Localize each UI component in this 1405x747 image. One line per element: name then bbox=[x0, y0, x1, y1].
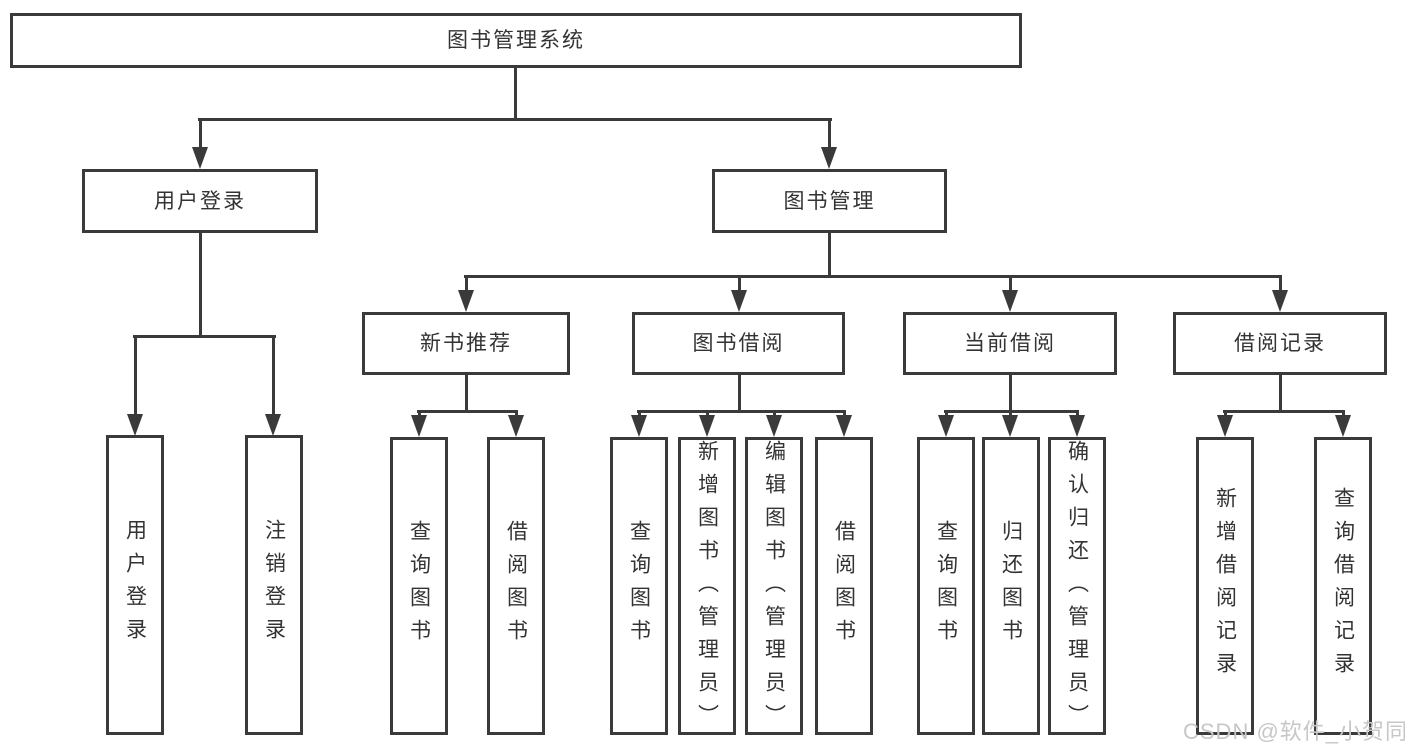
connector-line bbox=[843, 410, 846, 417]
connector-line bbox=[464, 275, 1282, 278]
node-user-login: 用户登录 bbox=[82, 169, 318, 233]
node-book-management: 图书管理 bbox=[712, 169, 947, 233]
connector-line bbox=[199, 233, 202, 337]
node-borrow-records: 借阅记录 bbox=[1173, 312, 1387, 375]
arrow-down-icon bbox=[938, 415, 954, 437]
leaf-confirm-return-admin: 确认归还（管理员） bbox=[1048, 437, 1106, 737]
connector-line bbox=[199, 118, 202, 148]
leaf-add-books-admin: 新增图书（管理员） bbox=[678, 437, 736, 737]
connector-line bbox=[945, 410, 948, 417]
leaf-borrow-books: 借阅图书 bbox=[487, 437, 545, 735]
node-book-borrow: 图书借阅 bbox=[632, 312, 845, 375]
connector-line bbox=[1009, 275, 1012, 292]
arrow-down-icon bbox=[1272, 290, 1288, 312]
leaf-query-borrow-record: 查询借阅记录 bbox=[1314, 437, 1372, 735]
connector-line bbox=[773, 410, 776, 417]
leaf-query-books: 查询图书 bbox=[390, 437, 448, 735]
arrow-down-icon bbox=[766, 415, 782, 437]
node-library-management-system: 图书管理系统 bbox=[10, 13, 1022, 68]
arrow-down-icon bbox=[731, 290, 747, 312]
leaf-user-login: 用户登录 bbox=[106, 435, 164, 735]
node-current-borrow: 当前借阅 bbox=[903, 312, 1117, 375]
connector-line bbox=[418, 410, 421, 417]
arrow-down-icon bbox=[1002, 290, 1018, 312]
connector-line bbox=[272, 335, 275, 415]
arrow-down-icon bbox=[1069, 415, 1085, 437]
leaf-borrow-books: 借阅图书 bbox=[815, 437, 873, 735]
connector-line bbox=[1223, 410, 1345, 413]
connector-line bbox=[1076, 410, 1079, 417]
connector-line bbox=[828, 118, 831, 148]
arrow-down-icon bbox=[631, 415, 647, 437]
leaf-logout: 注销登录 bbox=[245, 435, 303, 735]
arrow-down-icon bbox=[1217, 415, 1233, 437]
node-new-book-recommend: 新书推荐 bbox=[362, 312, 570, 375]
arrow-down-icon bbox=[699, 415, 715, 437]
leaf-return-books: 归还图书 bbox=[982, 437, 1040, 735]
leaf-edit-books-admin: 编辑图书（管理员） bbox=[745, 437, 803, 737]
connector-line bbox=[515, 410, 518, 417]
connector-line bbox=[706, 410, 709, 417]
arrow-down-icon bbox=[192, 147, 208, 169]
arrow-down-icon bbox=[458, 290, 474, 312]
connector-line bbox=[1009, 410, 1012, 417]
connector-line bbox=[1224, 410, 1227, 417]
connector-line bbox=[514, 68, 517, 120]
connector-line bbox=[738, 375, 741, 412]
arrow-down-icon bbox=[127, 414, 143, 436]
arrow-down-icon bbox=[1335, 415, 1351, 437]
arrow-down-icon bbox=[411, 415, 427, 437]
leaf-query-books: 查询图书 bbox=[610, 437, 668, 735]
leaf-query-books: 查询图书 bbox=[917, 437, 975, 735]
arrow-down-icon bbox=[836, 415, 852, 437]
connector-line bbox=[638, 410, 641, 417]
connector-line bbox=[198, 118, 832, 121]
connector-line bbox=[1342, 410, 1345, 417]
leaf-add-borrow-record: 新增借阅记录 bbox=[1196, 437, 1254, 735]
connector-line bbox=[1009, 375, 1012, 412]
connector-line bbox=[1279, 275, 1282, 292]
connector-line bbox=[134, 335, 137, 415]
connector-line bbox=[465, 275, 468, 292]
connector-line bbox=[738, 275, 741, 292]
connector-line bbox=[417, 410, 518, 413]
csdn-watermark: CSDN @软件_小贺同学 bbox=[1183, 719, 1405, 744]
connector-line bbox=[465, 375, 468, 412]
arrow-down-icon bbox=[265, 414, 281, 436]
arrow-down-icon bbox=[508, 415, 524, 437]
arrow-down-icon bbox=[1002, 415, 1018, 437]
arrow-down-icon bbox=[821, 147, 837, 169]
connector-line bbox=[637, 410, 846, 413]
connector-line bbox=[1279, 375, 1282, 412]
connector-line bbox=[133, 335, 276, 338]
connector-line bbox=[828, 233, 831, 277]
